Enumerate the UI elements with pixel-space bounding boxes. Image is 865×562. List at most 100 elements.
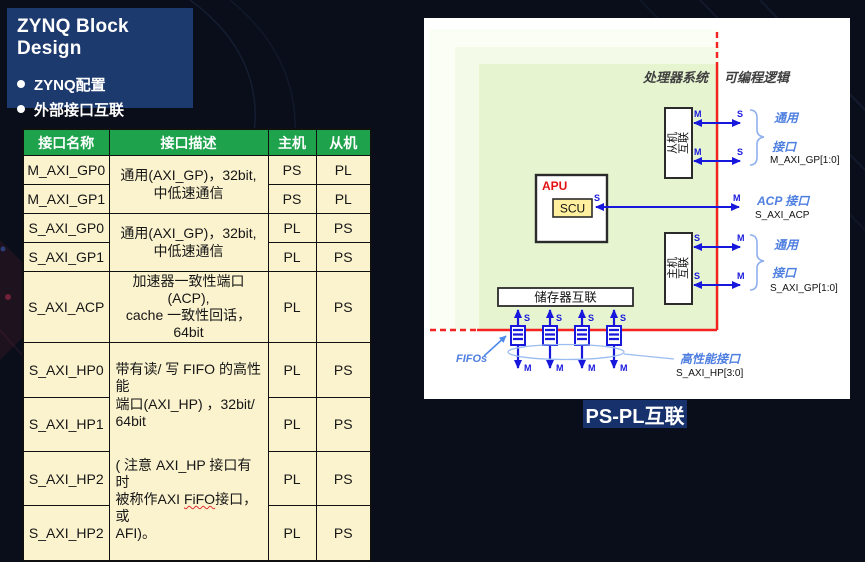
col-header-slave: 从机 [315,128,372,156]
hp-fifo-term: FiFO [183,490,216,507]
slave-cell: PS [315,242,372,272]
svg-text:M: M [737,233,745,243]
diagram-svg: 处理器系统 可编程逻辑 从机 互联 M M S S 通用 接口 M_AXI_GP… [424,18,850,399]
bullet-icon [17,105,25,114]
master-cell: PS [267,155,317,185]
gp-bottom-label1: 通用 [774,238,800,252]
col-header-name: 接口名称 [22,128,110,156]
bullet-label: 外部接口互联 [34,101,125,119]
master-cell: PL [267,396,317,453]
gp-top-label2: 接口 [772,140,798,154]
slave-cell: PS [315,451,372,507]
ps-pl-diagram: 处理器系统 可编程逻辑 从机 互联 M M S S 通用 接口 M_AXI_GP… [424,18,850,404]
slave-cell: PS [315,396,372,453]
fifos-label: FIFOs [456,353,487,365]
svg-text:M: M [620,363,628,373]
iface-desc: 带有读/ 写 FIFO 的高性能 端口(AXI_HP) ，32bit/ 64bi… [108,342,269,562]
apu-label: APU [542,179,567,193]
slide-caption: PS-PL互联 [583,400,687,428]
svg-text:S: S [694,271,700,281]
svg-text:M: M [556,363,564,373]
svg-text:M: M [694,109,702,119]
svg-text:S: S [694,233,700,243]
scu-block [552,198,593,218]
acp-label: ACP 接口 [756,194,811,208]
gp-bottom-label2: 接口 [772,266,798,280]
s-axi-gp-arrows [693,243,741,289]
table-row: S_AXI_ACP 加速器一致性端口 (ACP), cache 一致性回话，64… [22,270,372,344]
master-cell: PL [267,270,317,344]
acp-signal: S_AXI_ACP [755,210,810,221]
table-row: S_AXI_GP0 通用(AXI_GP)，32bit, 中低速通信 PL PS [22,213,372,272]
bullet-item: 外部接口互联 [17,99,183,120]
table-header-row: 接口名称 接口描述 主机 从机 [22,128,372,156]
interface-table: 接口名称 接口描述 主机 从机 M_AXI_GP0 通用(AXI_GP)，32b… [22,128,372,562]
iface-name: S_AXI_HP1 [22,396,110,453]
svg-text:M: M [524,363,532,373]
bullet-label: ZYNQ配置 [34,76,106,94]
iface-name: S_AXI_ACP [22,270,110,344]
master-cell: PL [267,342,317,398]
svg-text:S: S [737,109,743,119]
col-header-master: 主机 [267,128,317,156]
iface-name: M_AXI_GP0 [22,155,110,185]
svg-text:S: S [524,313,530,323]
gp-bottom-signal: S_AXI_GP[1:0] [770,283,838,294]
slave-cell: PL [315,155,372,185]
slave-cell: PS [315,270,372,344]
acp-m-label: M [733,193,741,203]
master-interconnect-block: 主机 互联 [664,232,693,305]
pl-region-label: 可编程逻辑 [724,70,791,85]
svg-text:S: S [737,147,743,157]
fifos-callout-arrow [483,335,507,357]
table-row: M_AXI_GP0 通用(AXI_GP)，32bit, 中低速通信 PS PL [22,155,372,214]
m-axi-gp-arrows [693,119,741,165]
svg-text:M: M [694,147,702,157]
s-axi-gp-port-labels: S S M M [694,233,745,281]
table-row: M_AXI_GP1 PS PL [22,184,372,214]
iface-name: S_AXI_HP2 [22,505,110,562]
bullet-item: ZYNQ配置 [17,74,183,95]
hp-group-ellipse [507,343,625,361]
iface-desc: 通用(AXI_GP)，32bit, 中低速通信 [108,213,269,272]
slave-cell: PS [315,342,372,398]
svg-text:主机: 主机 [665,257,679,279]
col-header-desc: 接口描述 [108,128,269,156]
svg-text:从机: 从机 [665,132,679,154]
iface-desc: 通用(AXI_GP)，32bit, 中低速通信 [108,155,269,214]
iface-name: S_AXI_HP0 [22,342,110,398]
iface-name: S_AXI_GP1 [22,242,110,272]
gp-top-label1: 通用 [774,111,800,125]
title-card: ZYNQ Block Design ZYNQ配置 外部接口互联 [7,8,193,119]
iface-name: S_AXI_GP0 [22,213,110,243]
table-row: S_AXI_GP1 PL PS [22,242,372,272]
hp-signal: S_AXI_HP[3:0] [676,368,743,379]
ps-region-label: 处理器系统 [642,70,710,85]
iface-name: S_AXI_HP2 [22,451,110,507]
gp-bottom-brace [749,234,765,291]
page-title: ZYNQ Block Design [17,16,129,59]
gp-top-signal: M_AXI_GP[1:0] [770,155,840,166]
m-axi-gp-port-labels: M M S S [694,109,743,157]
iface-desc: 加速器一致性端口 (ACP), cache 一致性回话，64bit [108,270,269,344]
master-cell: PL [267,451,317,507]
master-cell: PL [267,242,317,272]
svg-text:S: S [556,313,562,323]
acp-s-label: S [594,193,600,203]
slave-cell: PS [315,213,372,243]
fifo-blocks [510,325,622,346]
memory-interconnect-block [497,287,634,307]
slave-cell: PS [315,505,372,562]
apu-block: APU SCU [534,173,609,244]
svg-text:M: M [737,271,745,281]
slave-interconnect-block: 从机 互联 [664,107,693,179]
hp-callout-line [623,353,675,360]
gp-top-brace [749,109,765,166]
svg-text:S: S [620,313,626,323]
hp-desc-note: ( 注意 AXI_HP 接口有时 被称作AXI FiFO接口，或 AFI)。 [115,456,258,542]
hp-desc-main: 带有读/ 写 FIFO 的高性能 端口(AXI_HP) ，32bit/ 64bi… [115,361,261,429]
svg-text:互联: 互联 [677,257,690,279]
svg-text:互联: 互联 [677,132,690,154]
bullet-list: ZYNQ配置 外部接口互联 [17,74,183,120]
